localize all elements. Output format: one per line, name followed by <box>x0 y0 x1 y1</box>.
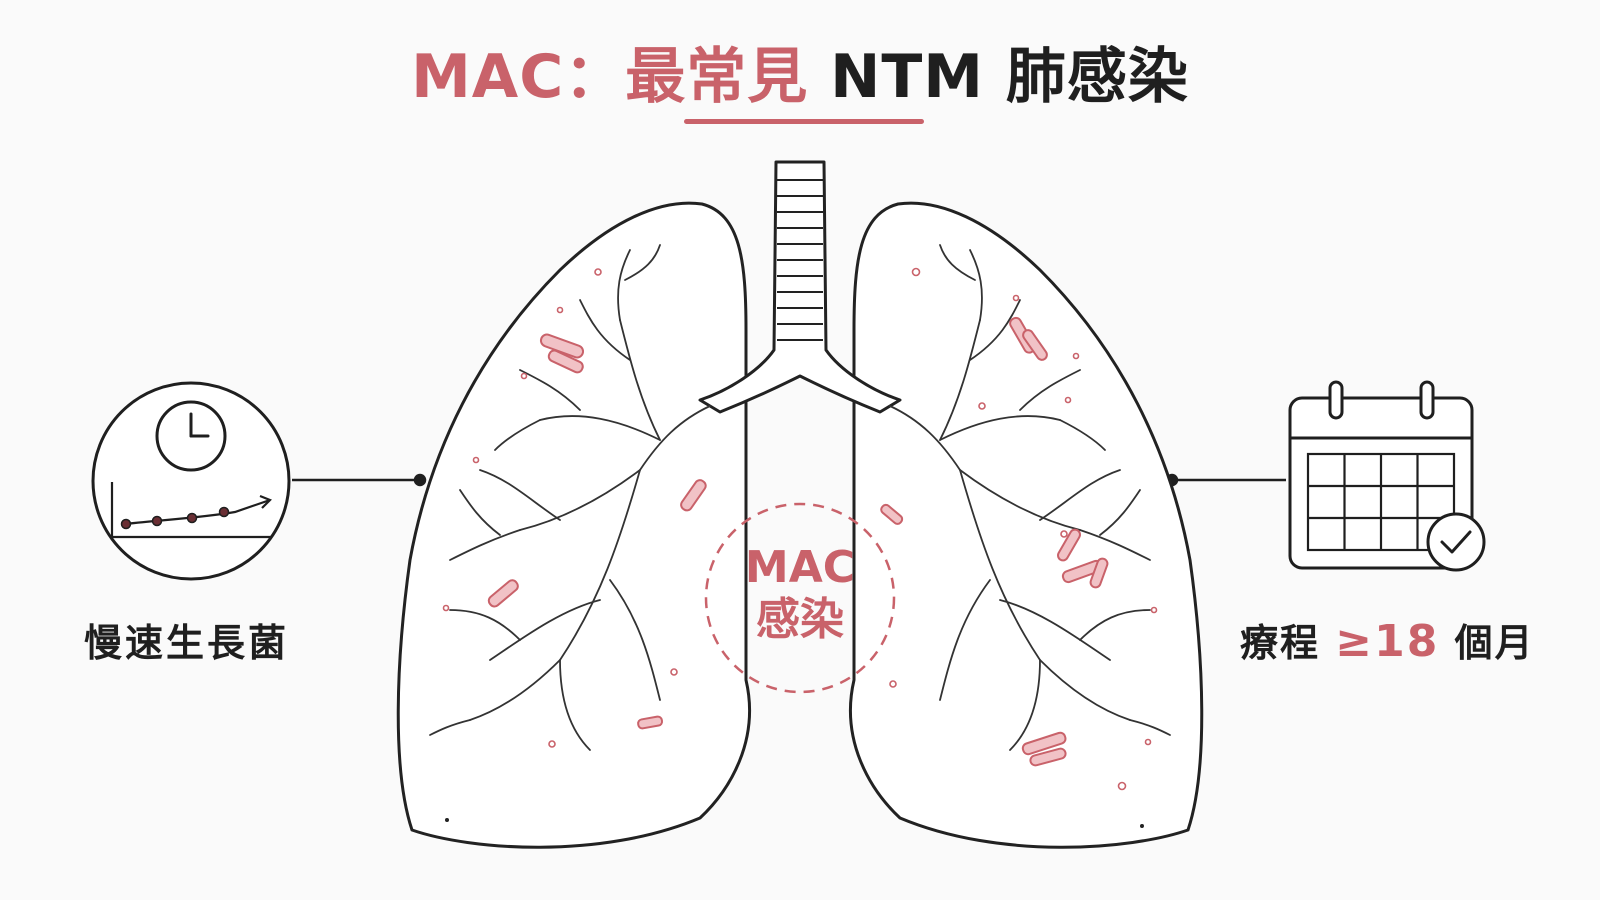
title-highlight: MAC：最常見 <box>411 42 809 112</box>
growth-graph-icon <box>110 482 272 539</box>
right-lung <box>849 201 1204 849</box>
trachea <box>698 160 902 414</box>
left-lung <box>396 201 751 849</box>
center-label-line1: MAC <box>744 542 856 593</box>
title-rest: NTM 肺感染 <box>830 42 1189 112</box>
duration-prefix: 療程 <box>1240 621 1336 665</box>
slow-growth-label: 慢速生長菌 <box>84 621 290 665</box>
clock-icon <box>155 400 227 472</box>
dark-particles <box>445 818 1144 828</box>
right-bronchi <box>889 244 1171 751</box>
mac-bacteria <box>487 316 1109 767</box>
left-bronchi <box>429 244 711 751</box>
mac-infection-circle <box>704 502 896 694</box>
lungs <box>396 201 1204 849</box>
growth-points <box>120 506 230 530</box>
particles <box>442 267 1158 791</box>
title-underline <box>684 119 924 124</box>
treatment-duration-label: 療程 ≥18 個月 <box>1240 612 1535 667</box>
check-icon <box>1426 512 1486 572</box>
duration-suffix: 個月 <box>1439 621 1535 665</box>
left-connector <box>292 473 427 487</box>
duration-highlight: ≥18 <box>1335 616 1440 667</box>
calendar-icon <box>1288 380 1486 572</box>
center-label-line2: 感染 <box>756 594 844 645</box>
mac-infection-label: MAC 感染 <box>700 542 900 646</box>
right-connector <box>1165 473 1286 487</box>
slow-growth-icon <box>91 381 291 581</box>
page-title: MAC：最常見 NTM 肺感染 <box>0 28 1600 115</box>
